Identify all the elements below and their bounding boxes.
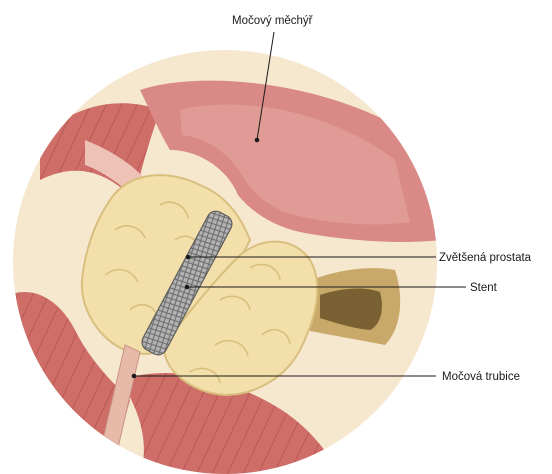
label-urethra: Močová trubice bbox=[442, 371, 520, 383]
label-stent: Stent bbox=[470, 282, 498, 294]
label-prostate: Zvětšená prostata bbox=[439, 252, 532, 264]
label-bladder: Močový měchýř bbox=[232, 15, 314, 27]
